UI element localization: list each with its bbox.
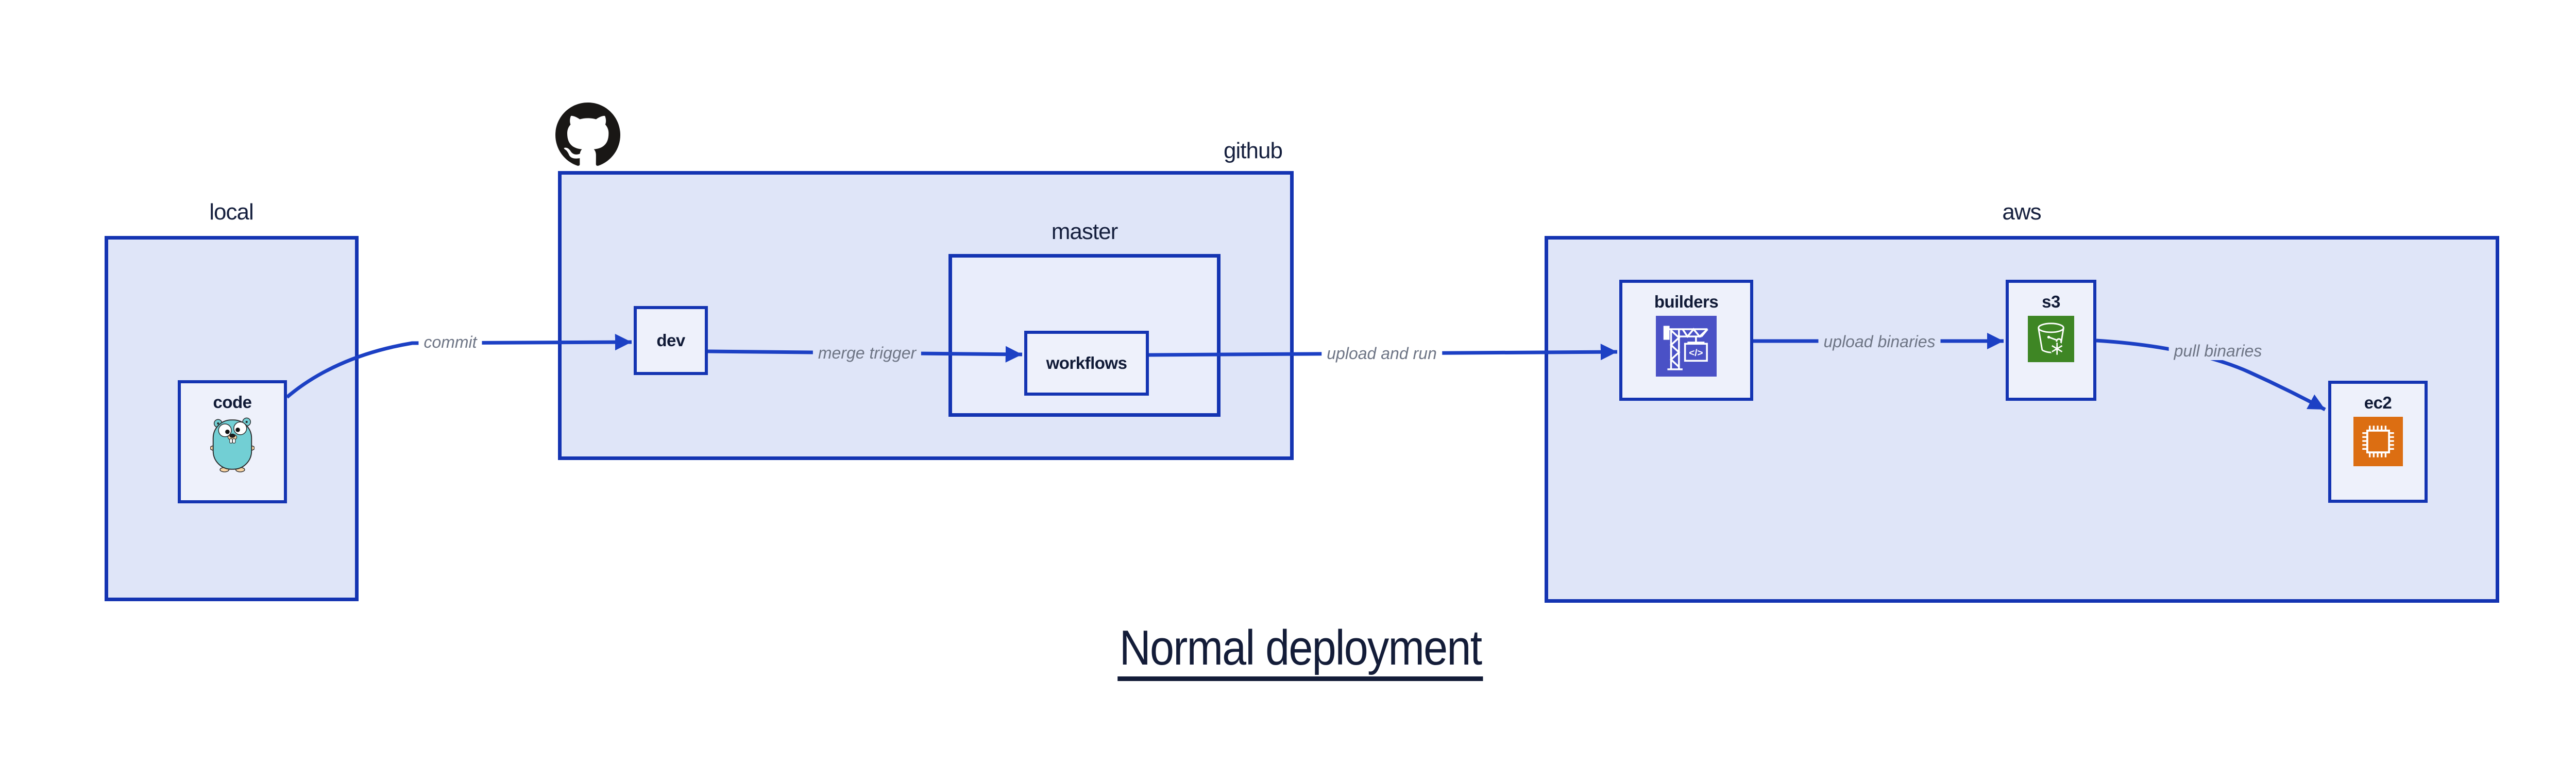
- node-code: code: [178, 380, 287, 503]
- node-workflows-label: workflows: [1046, 353, 1127, 372]
- diagram-title: Normal deployment: [1117, 622, 1483, 681]
- node-dev: dev: [634, 306, 708, 375]
- go-gopher-icon: [210, 416, 255, 476]
- group-local-label: local: [209, 199, 253, 225]
- crane-build-icon: </>: [1656, 316, 1717, 379]
- edge-upload-binaries-label: upload binaries: [1818, 332, 1941, 351]
- group-github-label: github: [1224, 138, 1283, 163]
- node-builders: builders </>: [1619, 280, 1753, 401]
- node-ec2-label: ec2: [2364, 393, 2392, 412]
- edge-merge-trigger-label: merge trigger: [812, 344, 922, 362]
- node-dev-label: dev: [656, 331, 685, 350]
- node-code-label: code: [213, 393, 252, 412]
- node-workflows: workflows: [1024, 331, 1149, 396]
- cpu-chip-icon: [2353, 417, 2403, 469]
- bucket-snowflake-icon: [2028, 316, 2074, 365]
- node-s3: s3: [2006, 280, 2096, 401]
- edge-upload-and-run-label: upload and run: [1321, 344, 1442, 363]
- github-octocat-icon: [555, 103, 620, 170]
- node-builders-label: builders: [1654, 292, 1719, 311]
- node-ec2: ec2: [2328, 381, 2428, 503]
- node-s3-label: s3: [2042, 292, 2060, 311]
- group-aws-label: aws: [2002, 199, 2041, 225]
- builders-icon-glyph: </>: [1689, 347, 1703, 358]
- group-master-label: master: [1051, 219, 1118, 244]
- edge-pull-binaries-label: pull binaries: [2168, 342, 2267, 360]
- edge-commit-label: commit: [418, 333, 482, 351]
